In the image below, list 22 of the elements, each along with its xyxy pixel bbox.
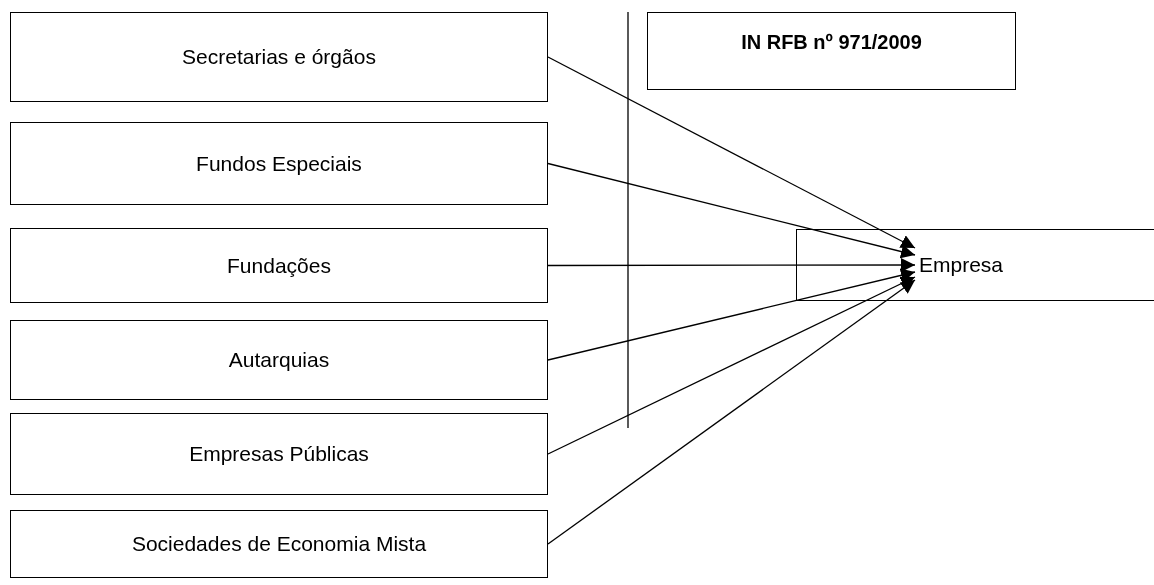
entity-label: Fundos Especiais <box>195 151 363 176</box>
entity-box <box>796 229 1154 301</box>
reference-box <box>647 12 1016 90</box>
entity-box <box>10 122 548 205</box>
entity-label: Autarquias <box>227 348 331 372</box>
arrow <box>547 279 916 545</box>
arrow <box>547 276 916 455</box>
entity-label: Sociedades de Economia Mista <box>130 532 428 556</box>
entity-label: Fundações <box>226 253 332 278</box>
entity-box <box>10 320 548 400</box>
entity-box <box>10 413 548 495</box>
arrow <box>547 162 916 259</box>
arrow <box>547 258 916 272</box>
entity-box <box>10 228 548 303</box>
entity-box <box>10 12 548 102</box>
arrow <box>547 268 916 361</box>
entity-label: Secretarias e órgãos <box>181 45 377 69</box>
arrow <box>547 56 916 249</box>
entity-box <box>10 510 548 578</box>
entity-label: Empresa <box>919 253 1004 277</box>
entity-label: Empresas Públicas <box>188 442 370 466</box>
reference-text: IN RFB nº 971/2009 <box>740 31 923 54</box>
